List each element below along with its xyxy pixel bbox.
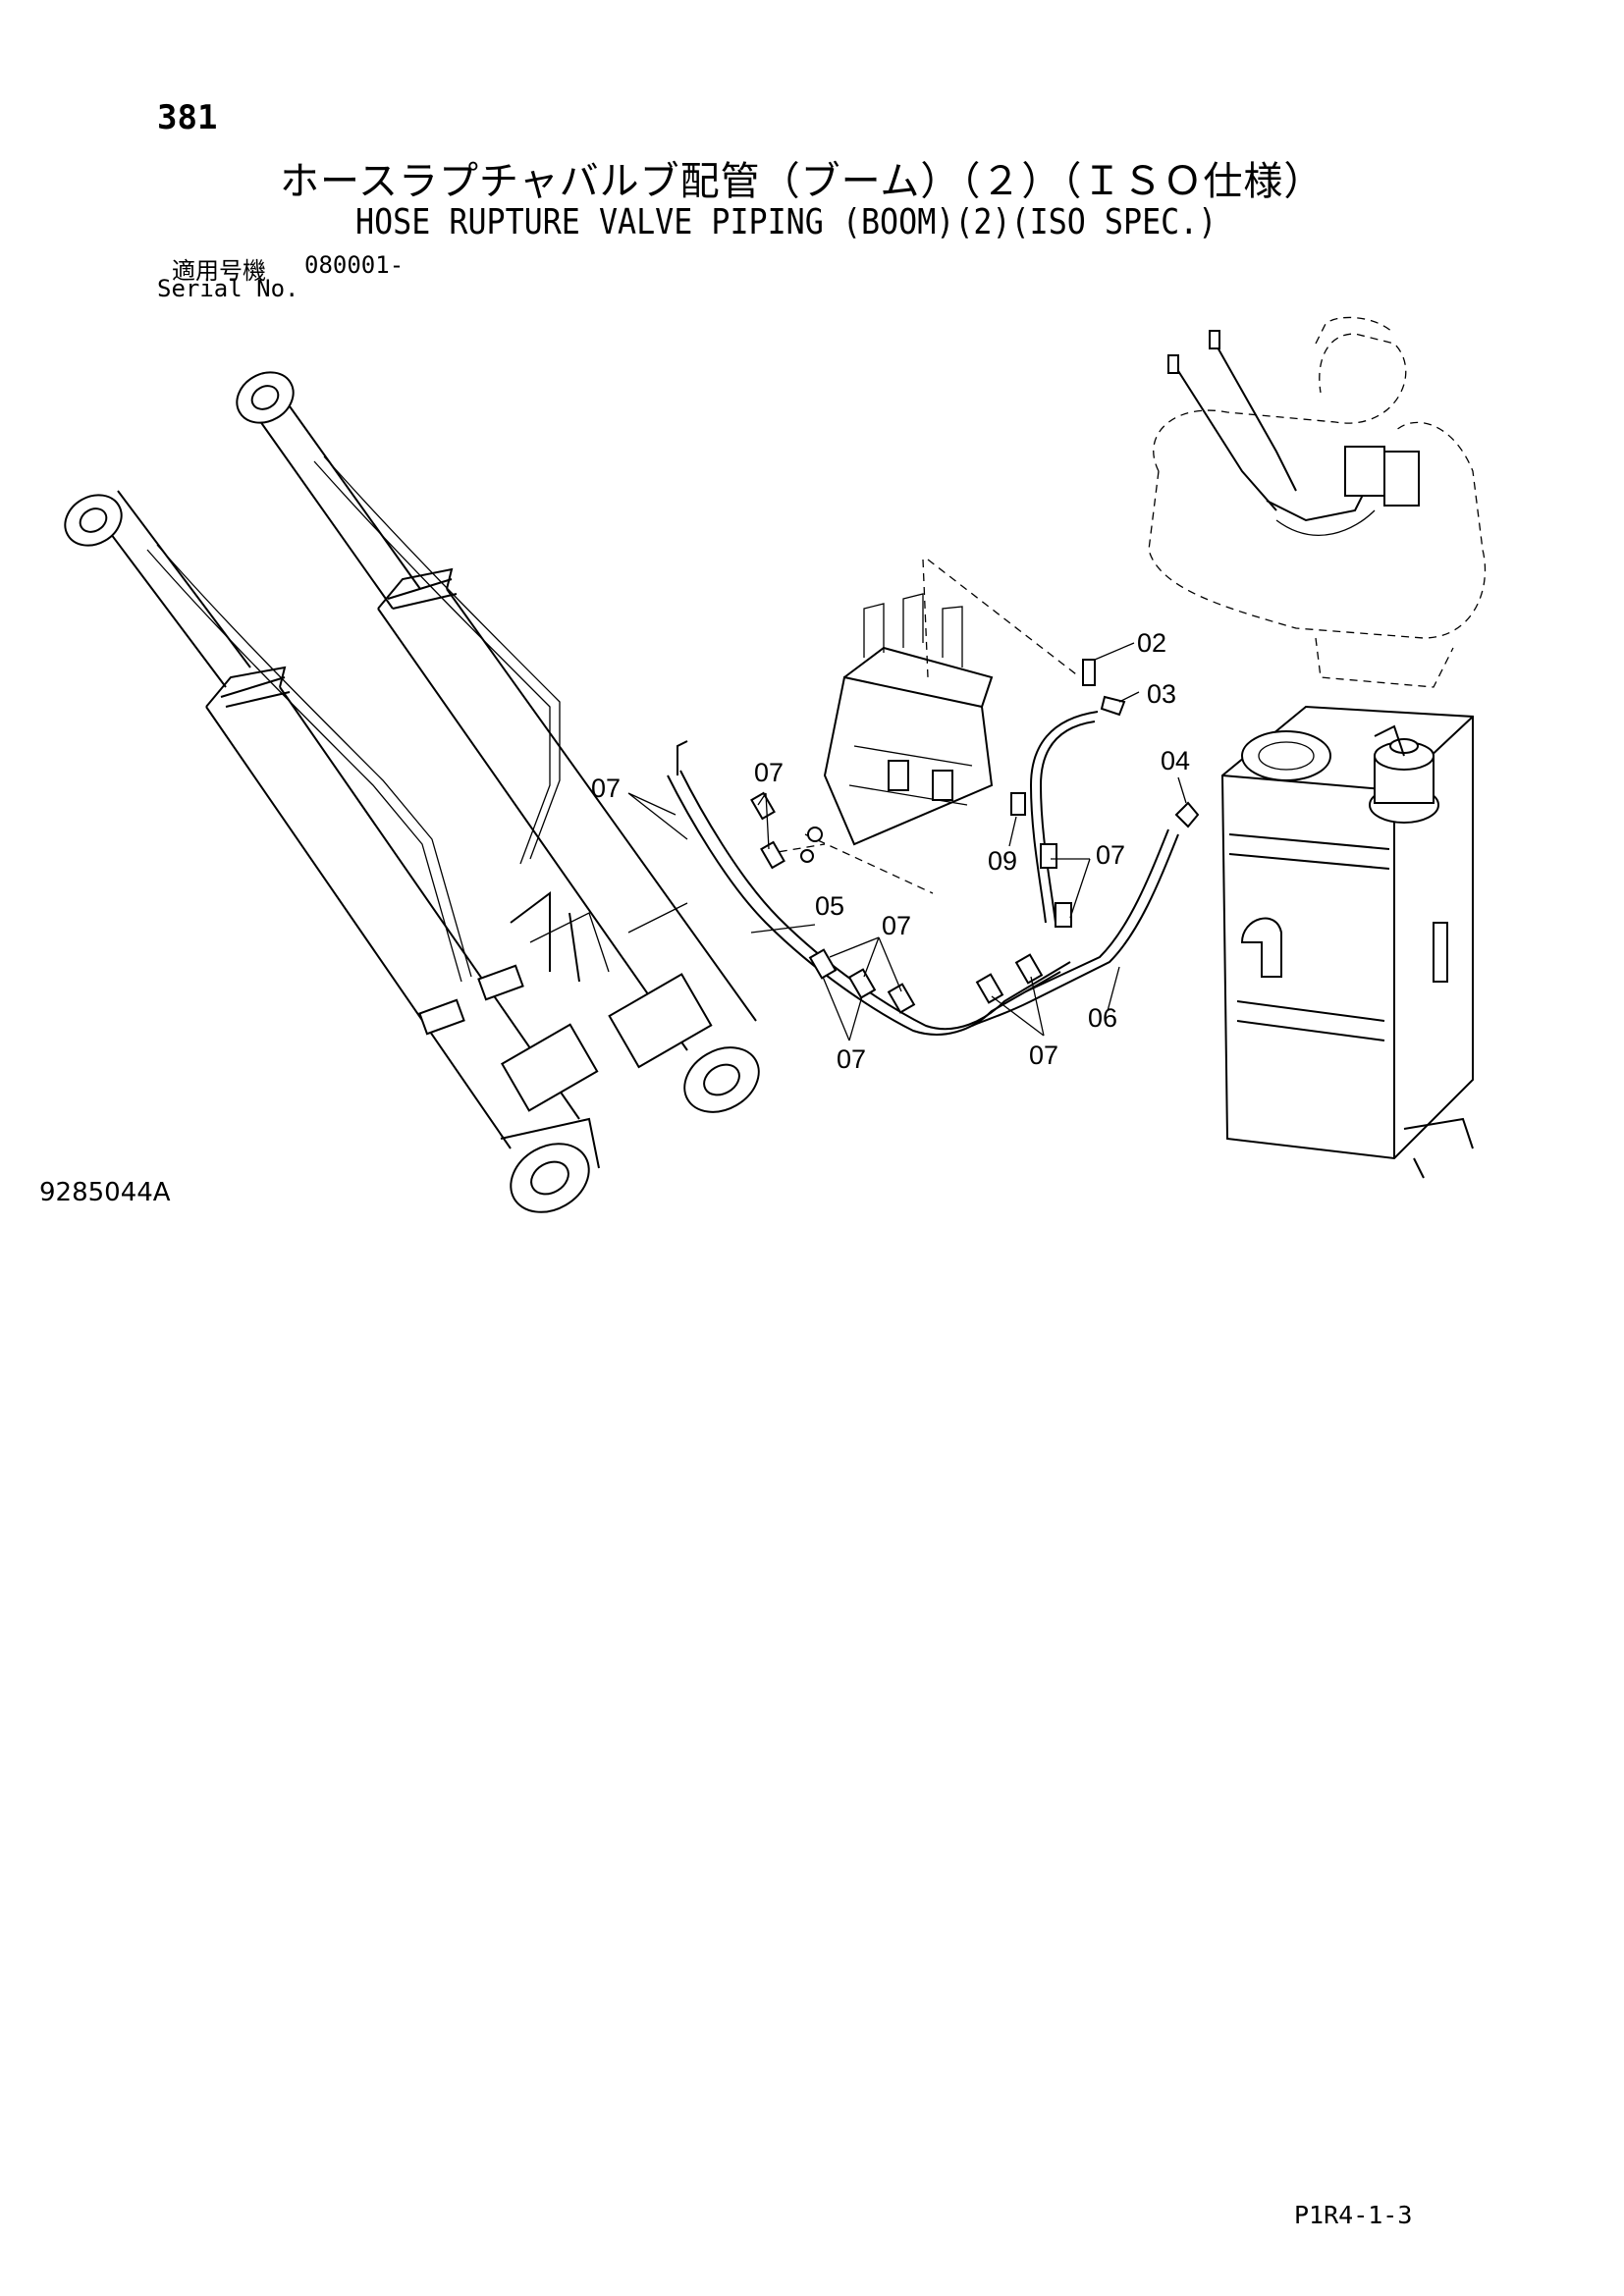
callout-07-middle: 07 bbox=[882, 911, 911, 940]
serial-value: 080001- bbox=[304, 251, 405, 279]
callout-04: 04 bbox=[1161, 746, 1190, 775]
callout-07-upper: 07 bbox=[754, 758, 784, 787]
callout-07-right: 07 bbox=[1096, 840, 1125, 870]
callout-07-left: 07 bbox=[591, 774, 621, 803]
leader-lines bbox=[627, 642, 1187, 1041]
callout-05: 05 bbox=[815, 891, 844, 921]
callout-07-lower-left: 07 bbox=[837, 1044, 866, 1074]
boom-cylinders-drawing bbox=[64, 371, 760, 1213]
callout-02: 02 bbox=[1137, 628, 1166, 658]
callout-03: 03 bbox=[1147, 679, 1176, 709]
machine-inset-drawing bbox=[1148, 316, 1487, 688]
page-number: 381 bbox=[157, 98, 218, 137]
callout-09: 09 bbox=[988, 846, 1017, 876]
hydraulic-tank-drawing bbox=[1220, 705, 1474, 1179]
hose-routes-drawing bbox=[667, 659, 1200, 1036]
page-code: P1R4-1-3 bbox=[1294, 2201, 1413, 2229]
title-japanese: ホースラプチャバルブ配管（ブーム）（２）（ＩＳＯ仕様） bbox=[280, 159, 1325, 204]
callout-07-lower-right: 07 bbox=[1029, 1041, 1058, 1070]
drawing-number: 9285044A bbox=[39, 1178, 171, 1207]
title-english: HOSE RUPTURE VALVE PIPING (BOOM)(2)(ISO … bbox=[355, 202, 1218, 242]
parts-diagram: 02 03 04 07 07 05 07 07 07 07 09 06 bbox=[64, 316, 1487, 1213]
control-valve-drawing bbox=[765, 559, 1081, 894]
serial-label-english: Serial No. bbox=[157, 275, 299, 302]
callout-06: 06 bbox=[1088, 1003, 1117, 1033]
serial-label-japanese: 適用号機 bbox=[172, 257, 266, 285]
